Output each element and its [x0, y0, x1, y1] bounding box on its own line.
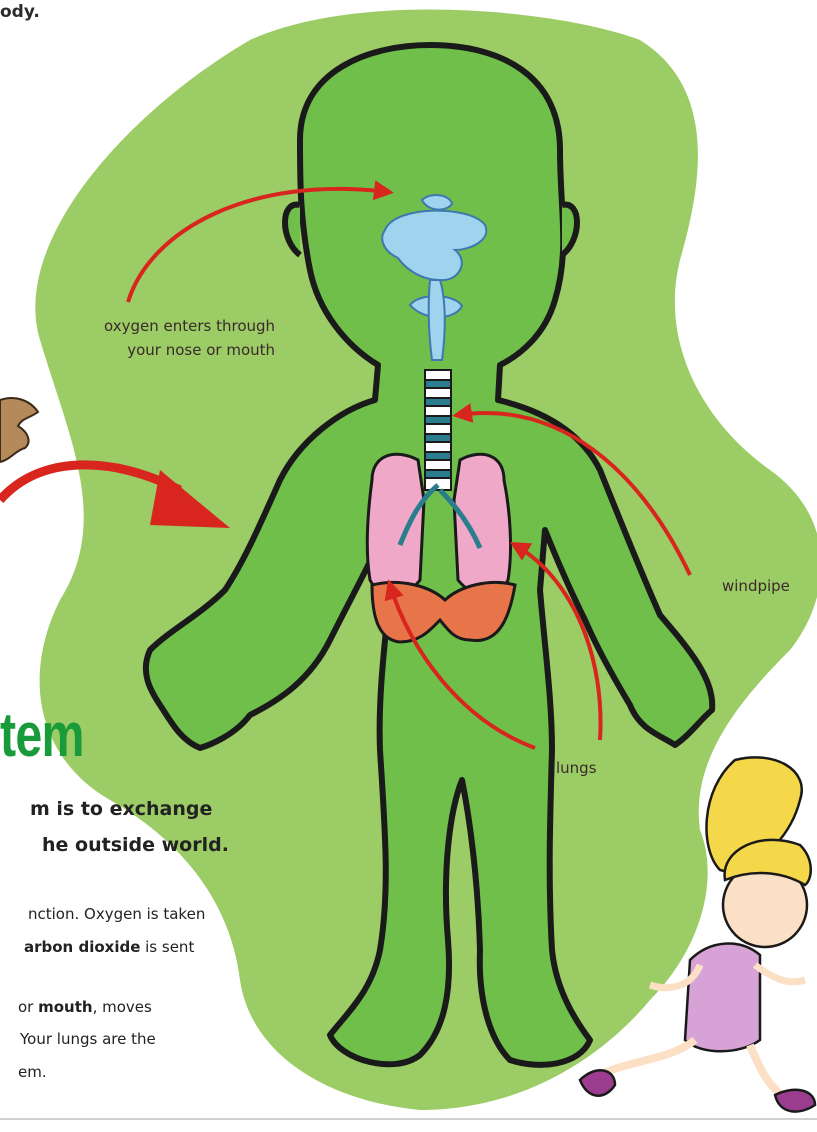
body-line-2: arbon dioxide is sent — [24, 938, 194, 956]
intro-line-1: m is to exchange — [30, 798, 212, 820]
label-oxygen-line2: your nose or mouth — [104, 338, 275, 362]
body-line-4: Your lungs are the — [20, 1030, 156, 1048]
top-text-fragment: ody. — [0, 2, 40, 22]
body-line-2-rest: is sent — [140, 938, 194, 956]
label-windpipe: windpipe — [722, 577, 790, 595]
body-line-3-rest: , moves — [93, 998, 152, 1016]
body-line-3: or mouth, moves — [18, 998, 152, 1016]
windpipe — [425, 370, 451, 490]
body-line-5: em. — [18, 1063, 47, 1081]
body-line-3-pre: or — [18, 998, 38, 1016]
edge-hand-fragment — [0, 398, 38, 462]
body-line-1: nction. Oxygen is taken — [28, 905, 205, 923]
intro-line-2: he outside world. — [42, 834, 229, 856]
label-oxygen-line1: oxygen enters through — [104, 314, 275, 338]
label-lungs: lungs — [556, 759, 597, 777]
label-oxygen: oxygen enters through your nose or mouth — [104, 314, 275, 362]
body-term-carbon-dioxide: arbon dioxide — [24, 938, 140, 956]
bottom-divider — [0, 1118, 817, 1120]
body-term-mouth: mouth — [38, 998, 92, 1016]
section-heading: tem — [0, 700, 84, 771]
